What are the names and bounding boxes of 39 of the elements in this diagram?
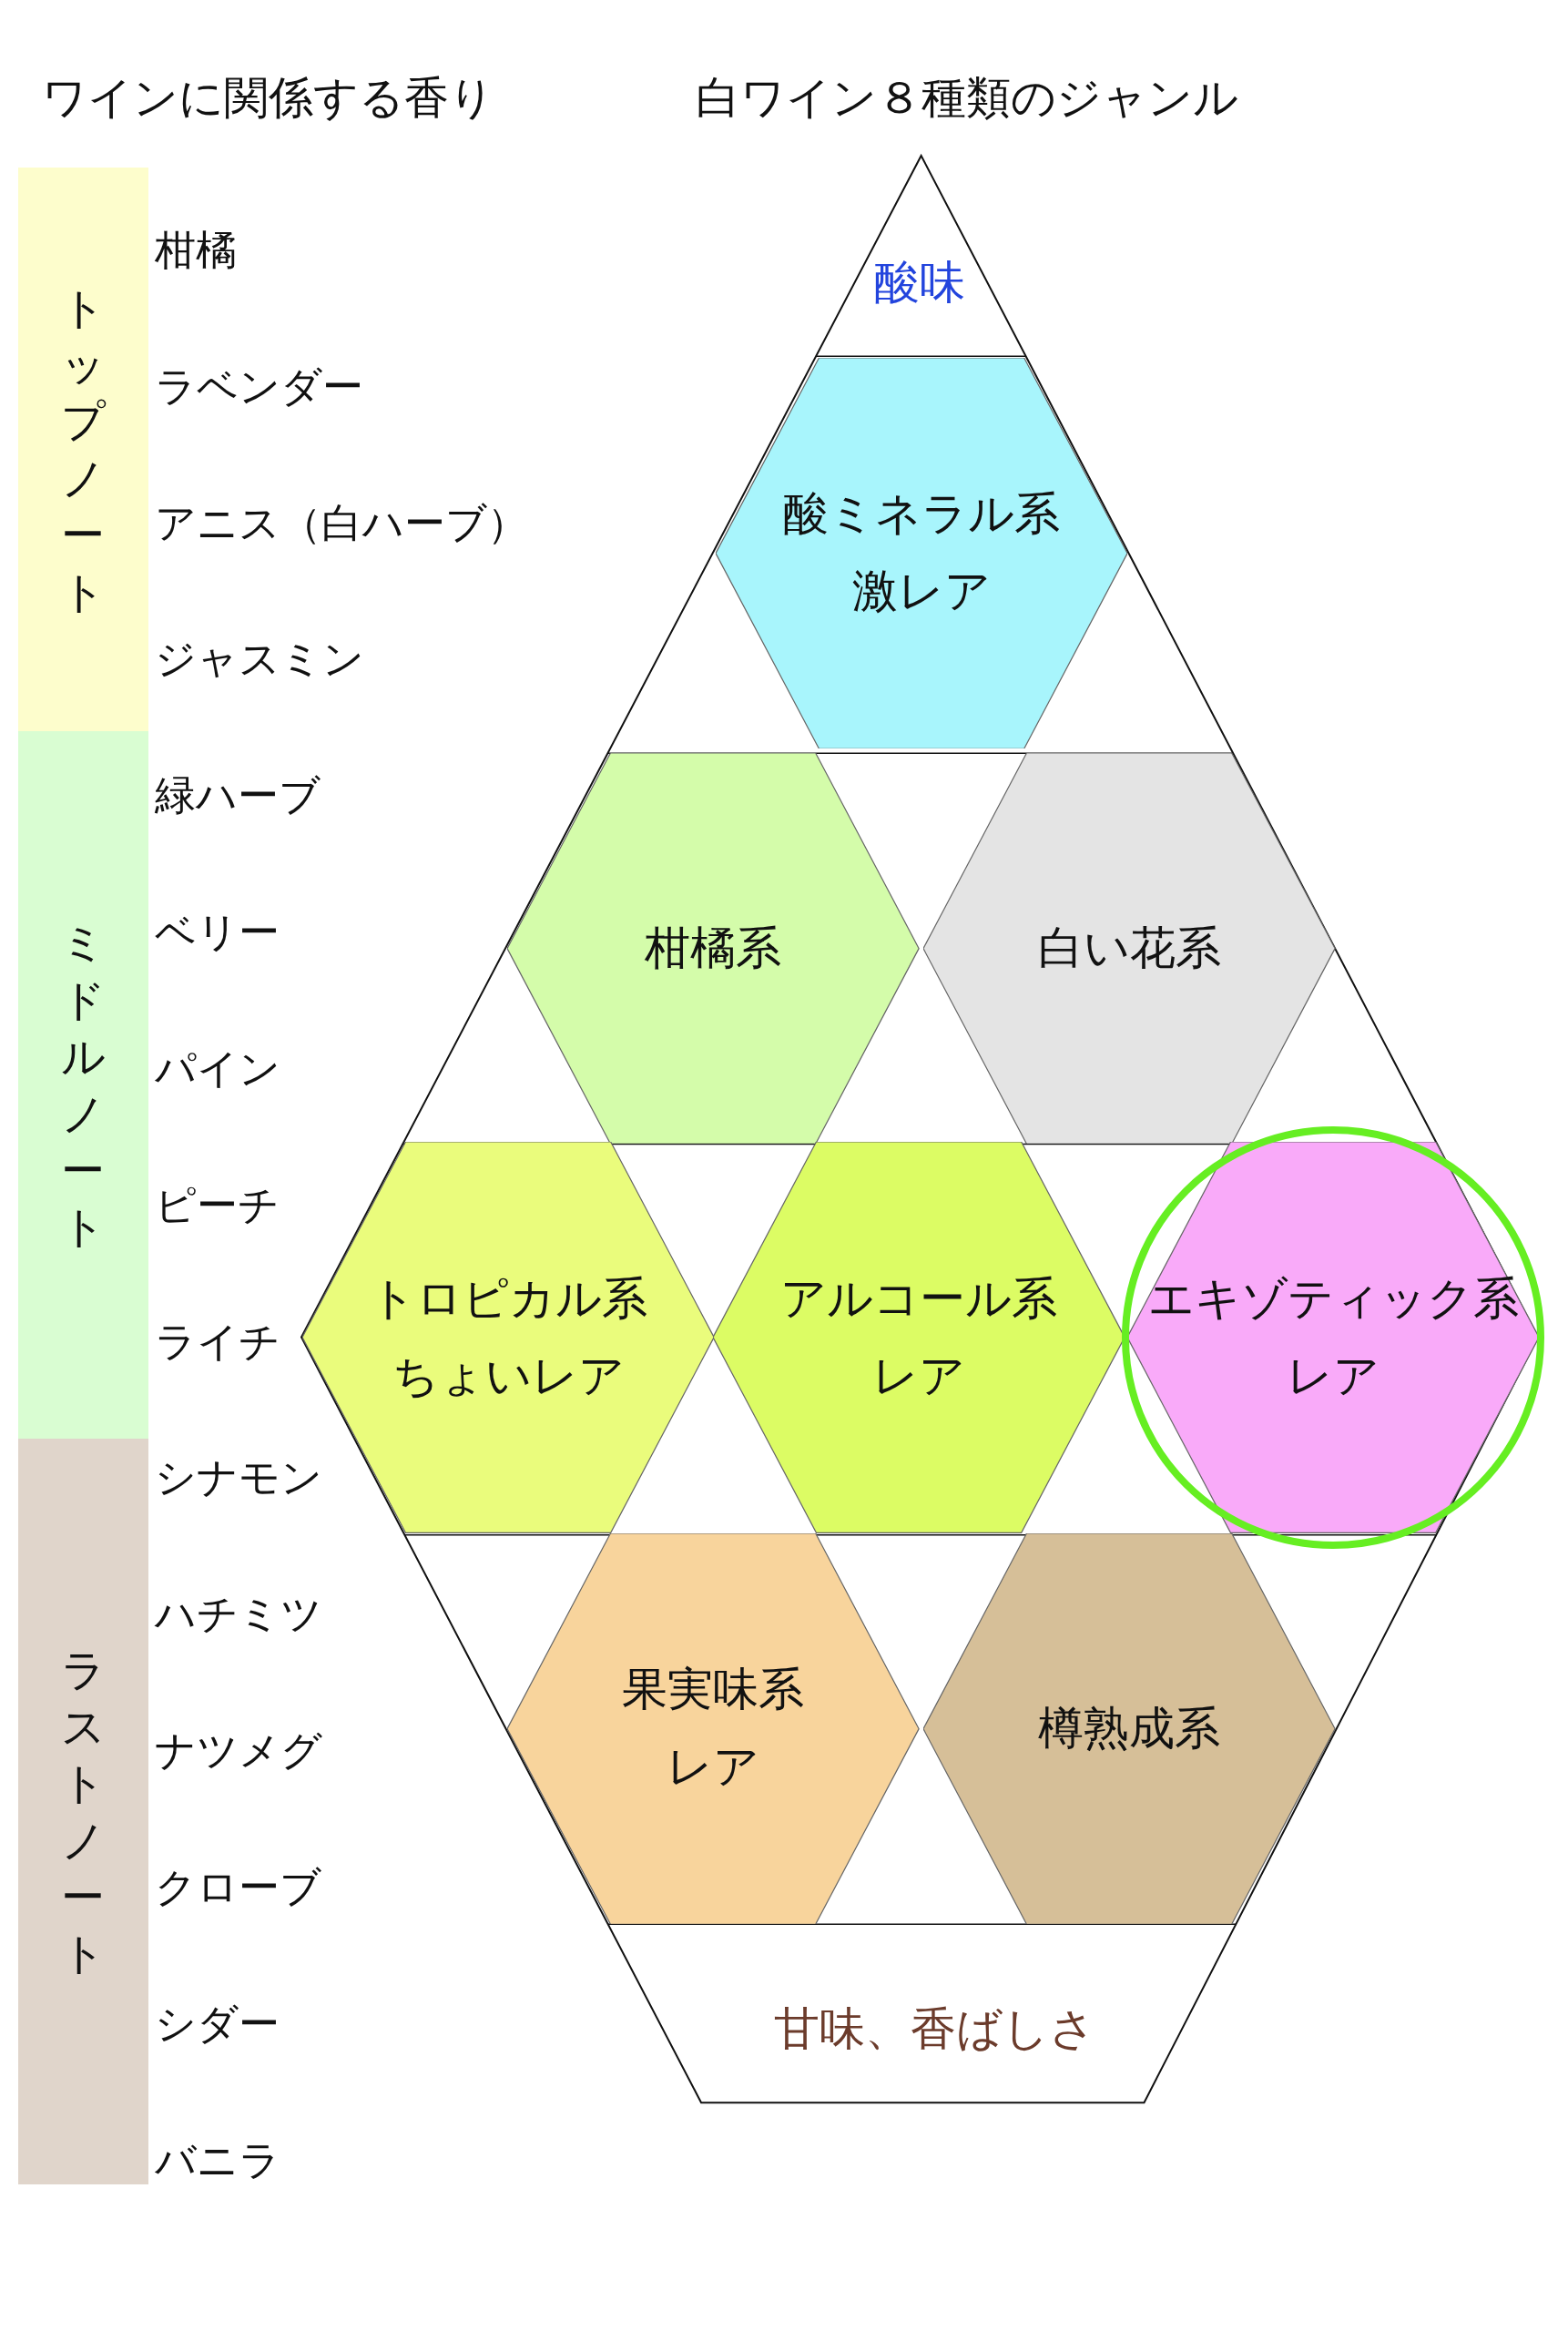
aroma-label: 緑ハーブ (154, 770, 321, 822)
hexagon-label: 白い花系 (1036, 920, 1222, 976)
aroma-label: ピーチ (154, 1179, 280, 1231)
band-label: ミドルノート (60, 916, 107, 1255)
genre-hexagon (507, 752, 920, 1144)
aroma-label: バニラ (154, 2134, 280, 2186)
aroma-label: ベリー (154, 907, 280, 958)
aroma-label: ナツメグ (154, 1725, 322, 1777)
band-label: ラストノート (60, 1643, 107, 1981)
aroma-label: クローブ (154, 1861, 321, 1913)
aroma-label: ライチ (154, 1316, 280, 1368)
note-band (17, 731, 149, 1439)
aroma-label: パイン (154, 1043, 280, 1094)
genre-hexagon (712, 1142, 1125, 1533)
heading: 白ワイン８種類のジャンル (695, 71, 1238, 127)
aroma-label: ラベンダー (154, 361, 363, 412)
hexagon-label: 果実味系レア (621, 1662, 806, 1796)
aroma-label: シナモン (154, 1452, 322, 1504)
note-band (17, 168, 149, 732)
hexagon-label: トロピカル系ちょいレア (368, 1270, 648, 1404)
aroma-label: シダー (154, 1998, 280, 2050)
aroma-label: アニス（白ハーブ） (154, 497, 528, 549)
genre-hexagon (715, 357, 1127, 748)
genre-hexagon (507, 1532, 920, 1924)
note-band (17, 1439, 149, 2185)
aroma-label: ジャスミン (154, 634, 364, 686)
taste-label: 酸味 (874, 255, 966, 311)
taste-label: 甘味、香ばしさ (774, 2001, 1096, 2058)
hexagon-label: 柑橘系 (644, 920, 783, 976)
hexagon-label: 樽熟成系 (1037, 1700, 1222, 1756)
hexagon-label: 酸ミネラル系激レア (781, 486, 1061, 620)
aroma-label: 柑橘 (154, 224, 237, 276)
heading: ワインに関係する香り (41, 71, 494, 127)
genre-hexagon (923, 1532, 1336, 1924)
hexagon-label: エキゾティック系レア (1146, 1270, 1520, 1404)
band-label: トップノート (60, 280, 107, 619)
hexagon-label: アルコール系レア (779, 1270, 1058, 1404)
aroma-label: ハチミツ (154, 1589, 322, 1641)
genre-hexagon (923, 752, 1336, 1144)
